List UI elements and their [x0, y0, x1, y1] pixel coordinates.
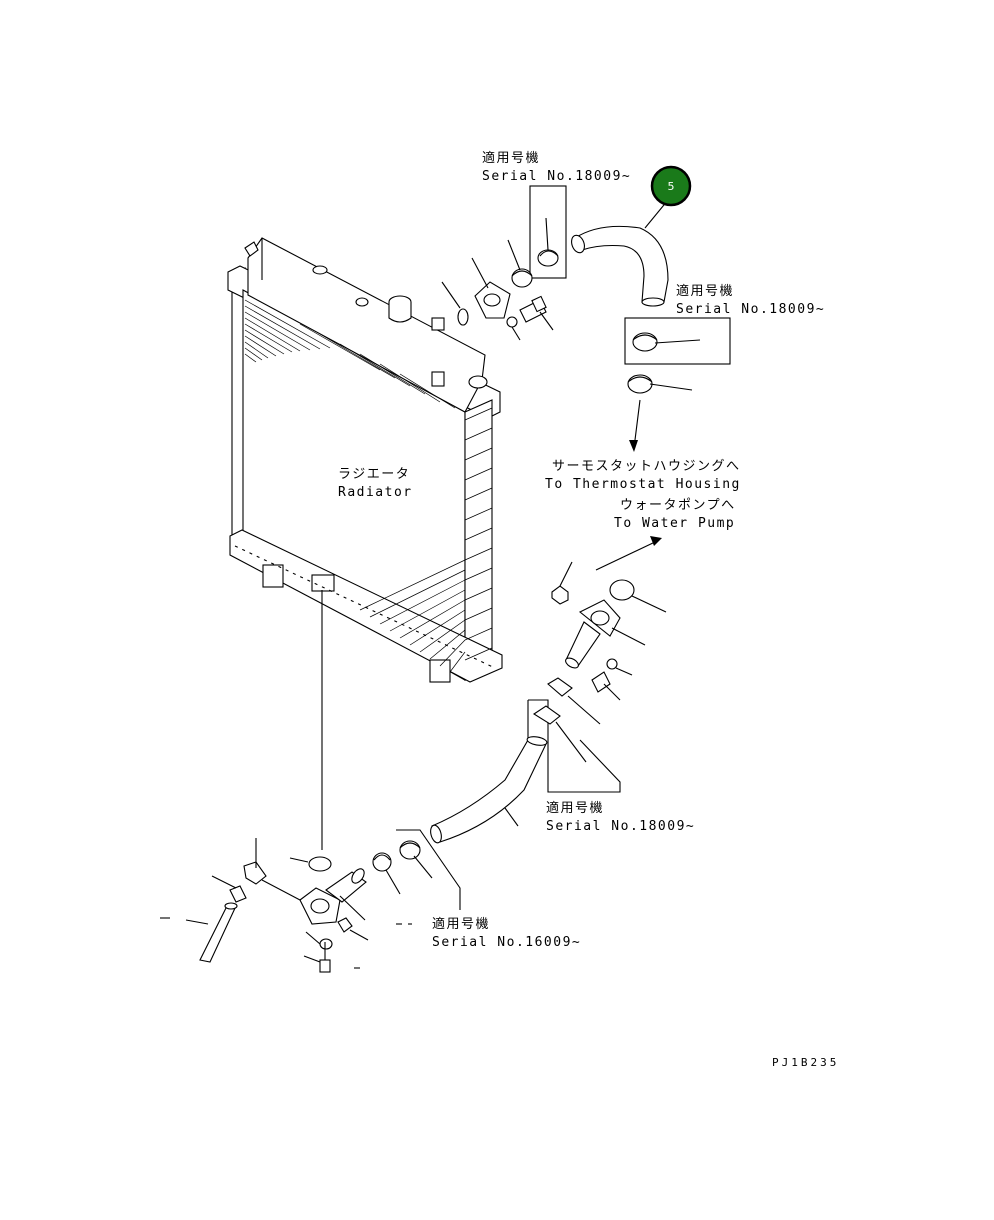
serial-label-top-jp: 適用号機 [482, 150, 540, 166]
callout-5[interactable]: 5 [650, 165, 692, 207]
radiator-label-jp: ラジエータ [338, 467, 410, 482]
serial-label-mid: Serial No.18009~ [546, 819, 695, 834]
serial-label-top: Serial No.18009~ [482, 169, 631, 184]
drawing-code: PJ1B235 [772, 1056, 839, 1069]
serial-label-bottom: Serial No.16009~ [432, 935, 581, 950]
serial-label-right-jp: 適用号機 [676, 283, 734, 299]
radiator-label: Radiator [338, 485, 413, 500]
waterpump-label: To Water Pump [614, 516, 735, 531]
upper-hose-group [441, 185, 731, 452]
serial-label-right: Serial No.18009~ [676, 302, 825, 317]
thermostat-label: To Thermostat Housing [545, 477, 741, 492]
thermostat-label-jp: サーモスタットハウジングへ [552, 459, 741, 474]
lower-hose-group [160, 536, 667, 973]
serial-label-bottom-jp: 適用号機 [432, 916, 490, 932]
waterpump-label-jp: ウォータポンプへ [620, 498, 736, 513]
serial-label-mid-jp: 適用号機 [546, 800, 604, 816]
radiator-assembly [227, 237, 503, 850]
callout-number: 5 [668, 180, 675, 193]
